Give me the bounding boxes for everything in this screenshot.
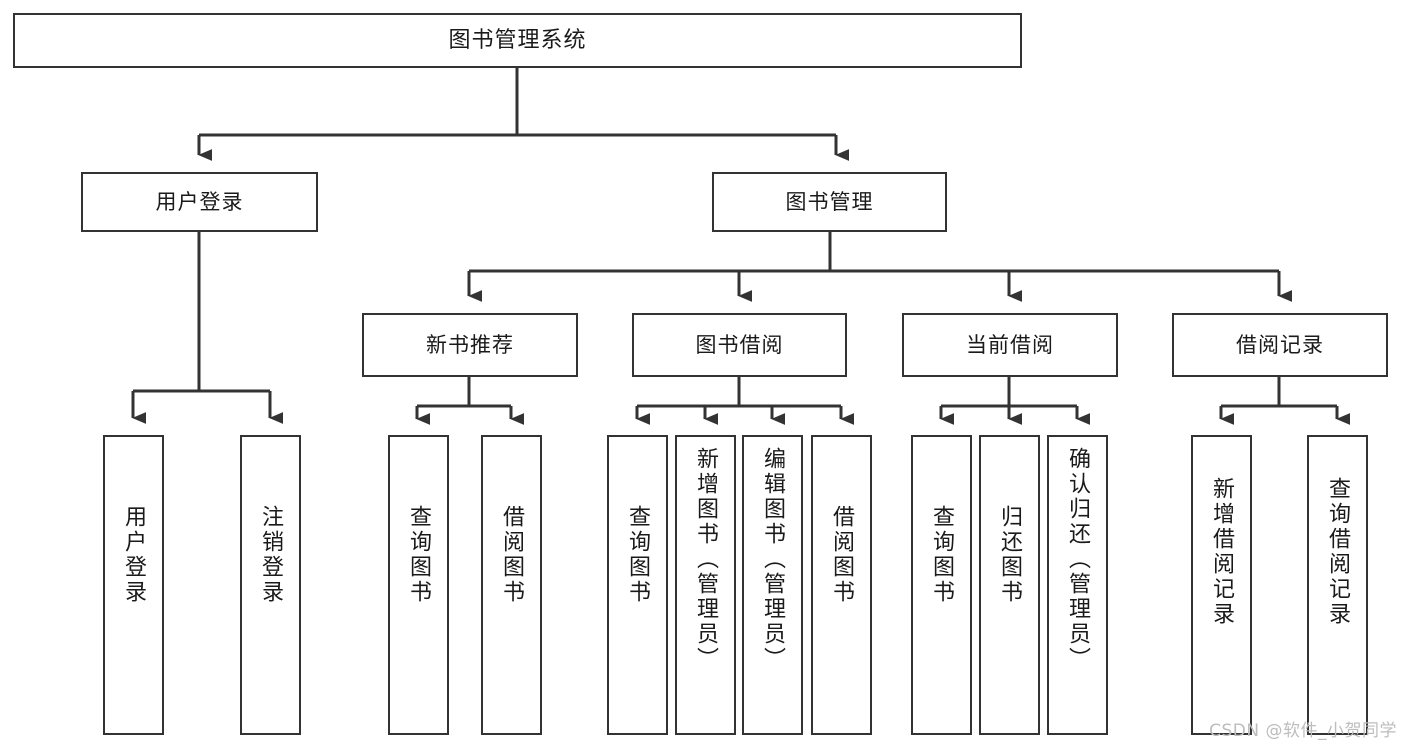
node-label: 确认归还（管理员） (1065, 447, 1091, 672)
leaf-borrow-book-1[interactable]: 借阅图书 (481, 435, 542, 735)
leaf-add-book[interactable]: 新增图书（管理员） (675, 435, 736, 735)
node-label: 当前借阅 (966, 332, 1054, 357)
leaf-borrow-book-2[interactable]: 借阅图书 (811, 435, 872, 735)
node-label: 查询图书 (929, 505, 955, 605)
leaf-add-borrow-record[interactable]: 新增借阅记录 (1191, 435, 1252, 735)
node-borrow-record[interactable]: 借阅记录 (1172, 313, 1388, 377)
node-label: 新增借阅记录 (1209, 477, 1235, 627)
node-label: 借阅图书 (829, 505, 855, 605)
csdn-watermark: CSDN @软件_小贺同学 (1209, 721, 1397, 741)
node-new-book-recommend[interactable]: 新书推荐 (362, 313, 578, 377)
leaf-query-book-1[interactable]: 查询图书 (388, 435, 449, 735)
node-label: 图书管理系统 (448, 27, 587, 53)
node-label: 查询借阅记录 (1325, 477, 1351, 627)
node-label: 编辑图书（管理员） (760, 447, 786, 672)
node-label: 新书推荐 (426, 332, 514, 357)
leaf-logout-login[interactable]: 注销登录 (240, 435, 301, 735)
node-label: 用户登录 (121, 505, 147, 605)
node-label: 图书管理 (785, 189, 874, 214)
node-label: 借阅记录 (1236, 332, 1324, 357)
node-label: 用户登录 (155, 189, 244, 214)
node-label: 图书借阅 (695, 332, 784, 357)
node-label: 查询图书 (406, 505, 432, 605)
leaf-return-book[interactable]: 归还图书 (979, 435, 1040, 735)
node-label: 查询图书 (625, 505, 651, 605)
leaf-query-borrow-record[interactable]: 查询借阅记录 (1307, 435, 1368, 735)
leaf-confirm-return[interactable]: 确认归还（管理员） (1047, 435, 1108, 735)
node-book-manage[interactable]: 图书管理 (712, 172, 947, 232)
node-label: 注销登录 (258, 505, 284, 605)
node-user-login[interactable]: 用户登录 (81, 172, 318, 232)
leaf-query-book-2[interactable]: 查询图书 (607, 435, 668, 735)
node-label: 新增图书（管理员） (693, 447, 719, 672)
node-current-borrow[interactable]: 当前借阅 (902, 313, 1118, 377)
leaf-query-book-3[interactable]: 查询图书 (911, 435, 972, 735)
node-label: 借阅图书 (499, 505, 525, 605)
node-root-system[interactable]: 图书管理系统 (13, 13, 1022, 68)
node-label: 归还图书 (997, 505, 1023, 605)
leaf-edit-book[interactable]: 编辑图书（管理员） (742, 435, 803, 735)
node-book-borrow[interactable]: 图书借阅 (632, 313, 847, 377)
leaf-user-login[interactable]: 用户登录 (103, 435, 164, 735)
